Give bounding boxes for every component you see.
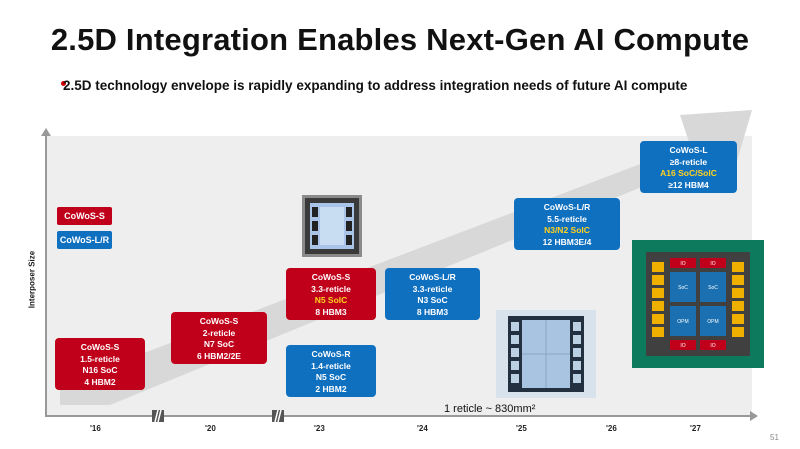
pkg-soc-2: SoC [708,285,718,291]
box-2016-line-1: CoWoS-S [80,342,120,352]
box-2020: CoWoS-S 2-reticle N7 SoC 6 HBM2/2E [171,312,267,364]
box-2023r-line-4: 2 HBM2 [315,383,347,394]
chip-photo-cowos-l [496,310,596,398]
x-axis-arrowhead [750,411,758,421]
reticle-note: 1 reticle ~ 830mm² [444,403,536,415]
box-2027-line-4: ≥12 HBM4 [668,179,709,190]
box-2023r-line-2: 1.4-reticle [311,360,351,371]
box-2023s-line-1: CoWoS-S [311,272,351,282]
box-2016-line-3: N16 SoC [82,365,118,375]
pkg-opm-1: OPM [677,319,688,325]
legend-cowos-lr: CoWoS-L/R [57,231,112,249]
y-axis-arrowhead [41,128,51,136]
pkg-io-2: IO [710,261,715,267]
box-2024-line-4: 8 HBM3 [416,306,449,317]
box-2024-line-2: 3.3-reticle [412,283,453,294]
box-2024: CoWoS-L/R 3.3-reticle N3 SoC 8 HBM3 [385,268,480,320]
box-2020-line-4: 6 HBM2/2E [197,350,241,361]
y-axis [45,134,47,417]
pkg-soc-1: SoC [678,285,688,291]
box-2025-line-1: CoWoS-L/R [543,202,591,212]
x-tick-2026: '26 [606,424,617,433]
box-2023r-line-1: CoWoS-R [311,349,351,359]
x-tick-2020: '20 [205,424,216,433]
package-diagram: IO IO SoC SoC OPM OPM IO IO [632,240,764,368]
axis-break-2 [272,410,284,422]
box-2027-line-2: ≥8-reticle [669,156,708,167]
box-2016-line-4: 4 HBM2 [84,376,116,387]
x-tick-2023: '23 [314,424,325,433]
box-2027-line-1: CoWoS-L [669,145,708,155]
legend-cowos-s: CoWoS-S [57,207,112,225]
x-tick-2016: '16 [90,424,101,433]
slide-title: 2.5D Integration Enables Next-Gen AI Com… [50,22,750,57]
x-tick-2027: '27 [690,424,701,433]
axis-break-1 [152,410,164,422]
box-2024-line-3: N3 SoC [417,295,448,305]
box-2020-line-1: CoWoS-S [199,316,239,326]
pkg-io-4: IO [710,343,715,349]
x-axis [45,415,752,417]
chip-photo-cowos-s [302,195,362,257]
y-axis-label: Interposer Size [27,250,37,309]
box-2016: CoWoS-S 1.5-reticle N16 SoC 4 HBM2 [55,338,145,390]
pkg-io-1: IO [680,261,685,267]
x-tick-2025: '25 [516,424,527,433]
box-2025-line-4: 12 HBM3E/4 [542,236,592,247]
box-2023-cowos-r: CoWoS-R 1.4-reticle N5 SoC 2 HBM2 [286,345,376,397]
box-2023s-line-2: 3.3-reticle [311,283,351,294]
box-2023s-line-3: N5 SoIC [314,295,348,305]
pkg-opm-2: OPM [707,319,718,325]
box-2023s-line-4: 8 HBM3 [315,306,347,317]
box-2020-line-2: 2-reticle [202,327,236,338]
box-2025-line-3: N3/N2 SoIC [544,225,590,235]
box-2027: CoWoS-L ≥8-reticle A16 SoC/SoIC ≥12 HBM4 [640,141,737,193]
bullet-dot [61,81,66,86]
box-2016-line-2: 1.5-reticle [80,353,120,364]
box-2025-line-2: 5.5-reticle [547,213,587,224]
box-2027-line-3: A16 SoC/SoIC [660,168,717,178]
page-number: 51 [770,433,779,442]
box-2025: CoWoS-L/R 5.5-reticle N3/N2 SoIC 12 HBM3… [514,198,620,250]
slide-subtitle: 2.5D technology envelope is rapidly expa… [63,78,688,93]
box-2024-line-1: CoWoS-L/R [409,272,456,282]
box-2023-cowos-s: CoWoS-S 3.3-reticle N5 SoIC 8 HBM3 [286,268,376,320]
pkg-io-3: IO [680,343,685,349]
box-2020-line-3: N7 SoC [203,339,235,349]
box-2023r-line-3: N5 SoC [315,372,347,382]
x-tick-2024: '24 [417,424,428,433]
